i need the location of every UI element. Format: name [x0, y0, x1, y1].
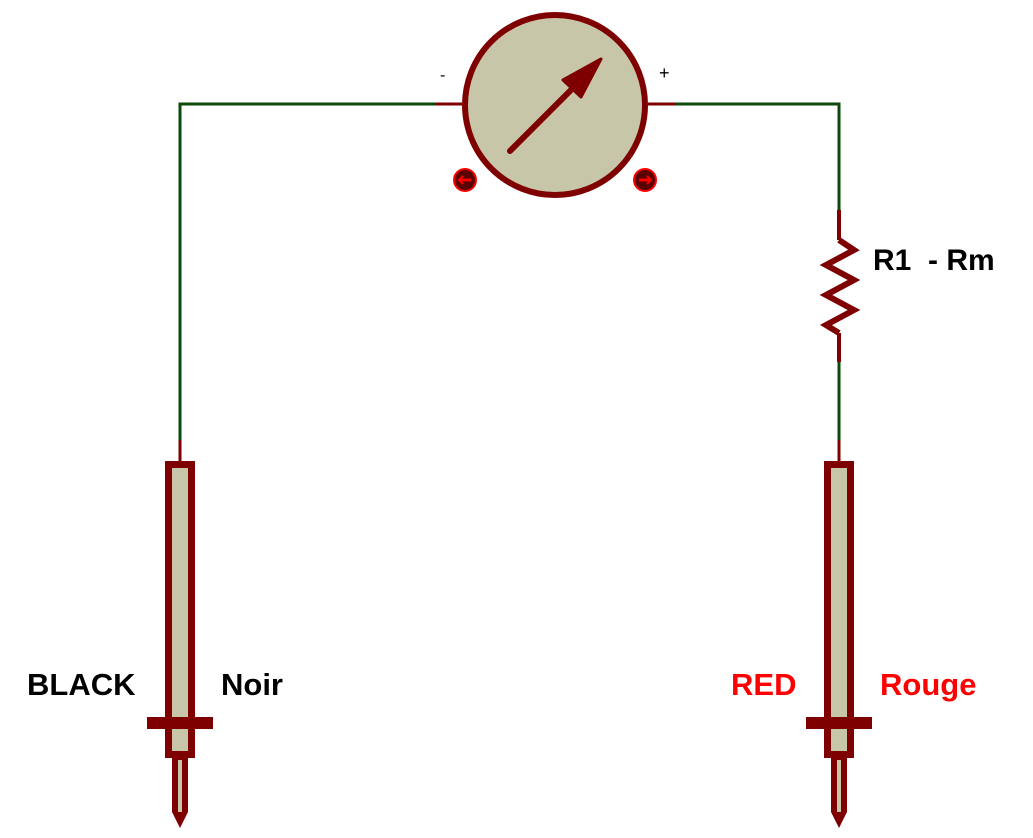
probe-red-label-en: RED: [731, 667, 796, 702]
probe-red-body: [824, 461, 854, 758]
meter-needle: [507, 77, 584, 154]
component-leads: [178, 102, 841, 463]
resistor-zigzag: [819, 237, 861, 336]
resistor-label: R1 - Rm: [873, 244, 995, 277]
probe-black-guard: [147, 717, 213, 729]
wires: [178, 102, 841, 440]
wire-right: [675, 102, 841, 210]
probe-red: RED Rouge: [731, 461, 976, 828]
arrow-left-icon: [453, 168, 477, 192]
probe-black: BLACK Noir: [27, 461, 283, 828]
probe-black-body: [165, 461, 195, 758]
probe-black-label-fr: Noir: [221, 667, 283, 702]
probe-black-label-en: BLACK: [27, 667, 136, 702]
meter-negative-label: -: [440, 67, 445, 84]
resistor: R1 - Rm: [819, 210, 995, 362]
arrow-right-icon: [633, 168, 657, 192]
meter-needle-arrowhead: [561, 57, 603, 99]
meter: - +: [440, 12, 670, 198]
probe-red-label-fr: Rouge: [880, 667, 976, 702]
probe-red-guard: [806, 717, 872, 729]
wire-left: [178, 102, 435, 440]
meter-positive-label: +: [659, 63, 670, 83]
